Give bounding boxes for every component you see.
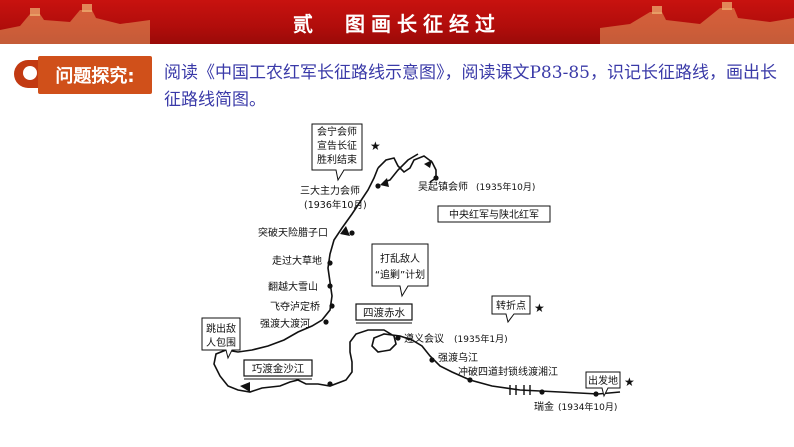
blockade-ticks <box>509 385 531 395</box>
callout-tiaochu-box <box>201 317 241 360</box>
callout-zhuanzhe-box <box>491 295 531 324</box>
arrow-head-icon <box>240 382 250 392</box>
section-label: 问题探究: <box>38 56 152 94</box>
route-arrow-line <box>383 153 419 183</box>
place-ruijin-date: (1934年10月) <box>558 401 617 413</box>
callout-zhuanzhe: 转折点 <box>496 299 526 312</box>
arrow-head-icon <box>380 178 389 187</box>
callout-daluan-box <box>371 243 429 298</box>
arrow-head-icon <box>340 226 350 236</box>
callout-tiaochu-line1: 跳出敌 <box>206 322 236 335</box>
callout-chufa-box <box>585 371 621 398</box>
task-instructions: 阅读《中国工农红军长征路线示意图》，阅读课文P83-85，识记长征路线，画出长征… <box>164 63 777 110</box>
place-dadu: 强渡大渡河 <box>260 317 310 330</box>
star-icon: ★ <box>624 375 635 389</box>
callout-chuanfa-box <box>437 205 551 223</box>
slide-title: 贰 图画长征经过 <box>293 12 501 36</box>
callout-chufa: 出发地 <box>588 374 618 387</box>
chishui-box <box>355 303 413 321</box>
label-chishui: 四渡赤水 <box>363 306 405 319</box>
great-wall-right-image <box>600 2 794 44</box>
route-line <box>213 167 621 395</box>
place-lazikou: 突破天险腊子口 <box>258 226 328 239</box>
place-zunyi-date: (1935年1月) <box>454 333 508 345</box>
callout-chuanfa: 中央红军与陕北红军 <box>449 208 539 221</box>
place-zunyi: 遵义会议 <box>404 332 444 345</box>
route-line-upper <box>377 155 437 183</box>
arrow-head-icon <box>424 160 432 168</box>
place-ruijin: 瑞金 <box>534 400 554 413</box>
place-caodi: 走过大草地 <box>272 254 322 267</box>
place-sanda-date: (1936年10月) <box>304 199 367 211</box>
callout-huining-box <box>311 123 363 182</box>
great-wall-left-image <box>0 4 150 44</box>
place-xueshan: 翻越大雪山 <box>268 280 318 293</box>
callout-daluan-line1: 打乱敌人 <box>380 252 420 265</box>
callout-daluan-line2: “追剿”计划 <box>375 268 425 281</box>
place-sanda: 三大主力会师 <box>300 184 360 197</box>
place-wuqi-date: (1935年10月) <box>476 181 535 193</box>
place-luding: 飞夺泸定桥 <box>270 300 320 313</box>
star-icon: ★ <box>534 301 545 315</box>
title-banner: 贰 图画长征经过 <box>0 0 794 44</box>
callout-tiaochu-line2: 人包围 <box>206 336 236 349</box>
place-xiangjiang: 冲破四道封锁线渡湘江 <box>458 365 558 378</box>
place-wuqi: 吴起镇会师 <box>418 180 468 193</box>
callout-huining-line2: 宣告长征 <box>317 139 357 152</box>
jinshajiang-box <box>243 359 313 377</box>
label-jinshajiang: 巧渡金沙江 <box>252 362 305 375</box>
star-icon: ★ <box>370 139 381 153</box>
marker-dot-icon <box>23 66 37 80</box>
callout-huining-line1: 会宁会师 <box>317 125 357 138</box>
place-wujiang: 强渡乌江 <box>438 351 478 364</box>
callout-huining-line3: 胜利结束 <box>317 153 357 166</box>
place-dots <box>323 175 599 397</box>
